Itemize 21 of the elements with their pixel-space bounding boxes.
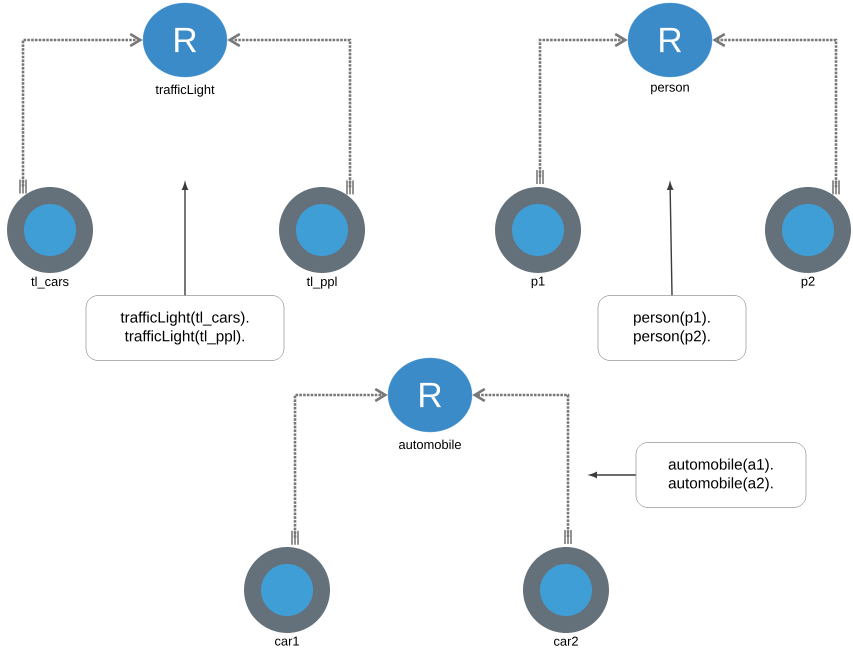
arrow <box>291 388 388 545</box>
node-label: car2 <box>554 636 578 646</box>
arrow <box>472 388 572 544</box>
node-label: trafficLight <box>156 84 215 97</box>
arrow <box>536 32 628 184</box>
note-box: person(p1). person(p2). <box>598 295 746 361</box>
node-label: automobile <box>399 440 461 450</box>
node-label: p2 <box>802 276 815 288</box>
node-label: person <box>651 84 689 94</box>
arrow <box>182 182 188 296</box>
node-label: tl_cars <box>31 276 68 289</box>
node-label: p1 <box>532 276 545 288</box>
arrow <box>667 182 674 296</box>
arrow <box>19 32 143 194</box>
arrow <box>227 32 354 194</box>
arrow <box>589 472 636 478</box>
node-label: car1 <box>275 636 299 646</box>
note-box: automobile(a1). automobile(a2). <box>636 442 806 508</box>
arrow <box>712 32 840 194</box>
node-label: tl_ppl <box>306 276 337 289</box>
note-box: trafficLight(tl_cars). trafficLight(tl_ppl). <box>86 295 284 361</box>
